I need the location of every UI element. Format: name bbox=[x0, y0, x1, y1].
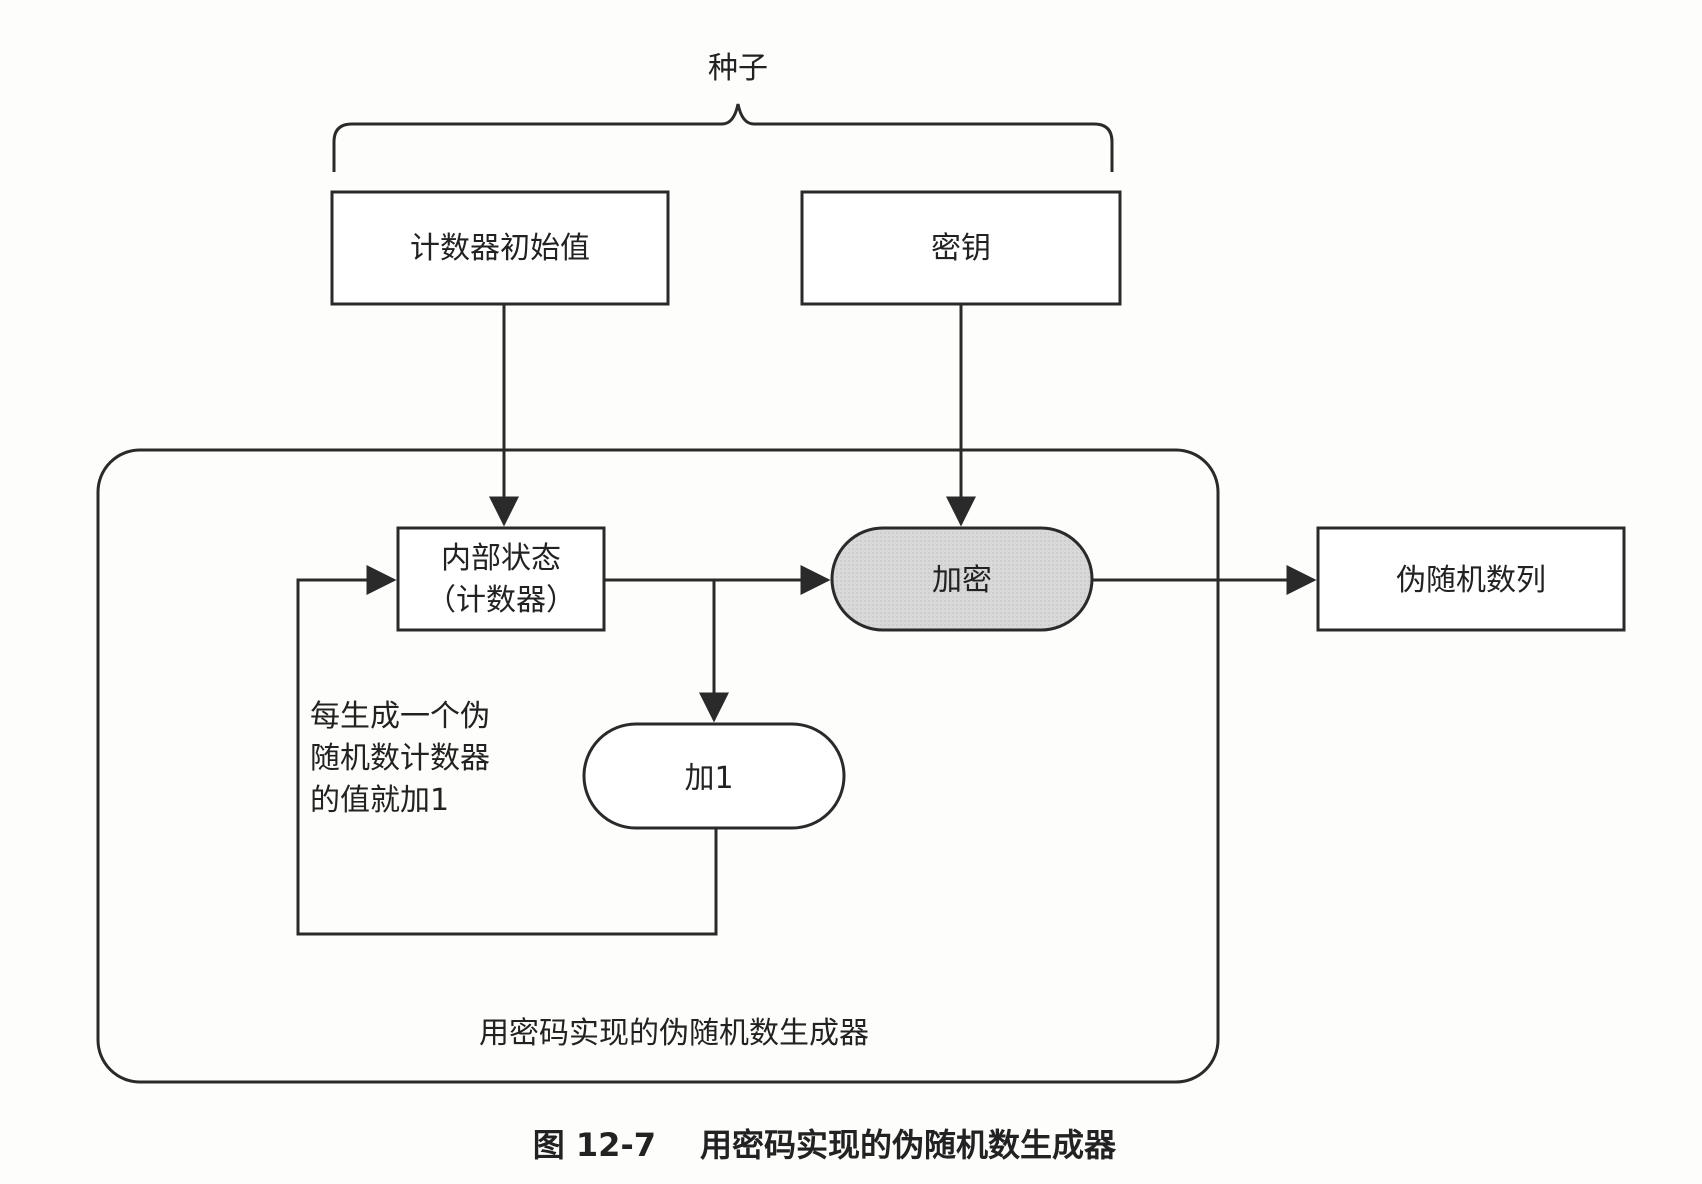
figure-caption: 用密码实现的伪随机数生成器 bbox=[700, 1126, 1117, 1164]
internal-state-line2: （计数器） bbox=[426, 583, 576, 618]
seed-brace bbox=[332, 103, 1114, 172]
counter-initial-box: 计数器初始值 bbox=[330, 190, 670, 306]
internal-state-box: 内部状态 （计数器） bbox=[396, 526, 606, 632]
key-label: 密钥 bbox=[931, 231, 991, 266]
prng-container: 用密码实现的伪随机数生成器 bbox=[96, 448, 1220, 1084]
increment-node: 加1 bbox=[582, 722, 846, 830]
container-label: 用密码实现的伪随机数生成器 bbox=[479, 1016, 869, 1051]
seed-label: 种子 bbox=[708, 51, 768, 86]
output-box: 伪随机数列 bbox=[1316, 526, 1626, 632]
figure-number: 图 12-7 bbox=[533, 1126, 656, 1164]
key-box: 密钥 bbox=[800, 190, 1122, 306]
note-line1: 每生成一个伪 bbox=[310, 699, 490, 734]
counter-initial-label: 计数器初始值 bbox=[410, 231, 590, 266]
note-line2: 随机数计数器 bbox=[310, 741, 490, 776]
arrow-feedback-loop bbox=[296, 565, 718, 936]
increment-label: 加1 bbox=[684, 761, 733, 796]
feedback-note: 每生成一个伪 随机数计数器 的值就加1 bbox=[310, 699, 490, 818]
note-line3: 的值就加1 bbox=[310, 783, 449, 818]
output-label: 伪随机数列 bbox=[1396, 563, 1546, 598]
internal-state-line1: 内部状态 bbox=[441, 541, 561, 576]
encrypt-label: 加密 bbox=[932, 563, 992, 598]
encrypt-node: 加密 bbox=[830, 526, 1094, 632]
